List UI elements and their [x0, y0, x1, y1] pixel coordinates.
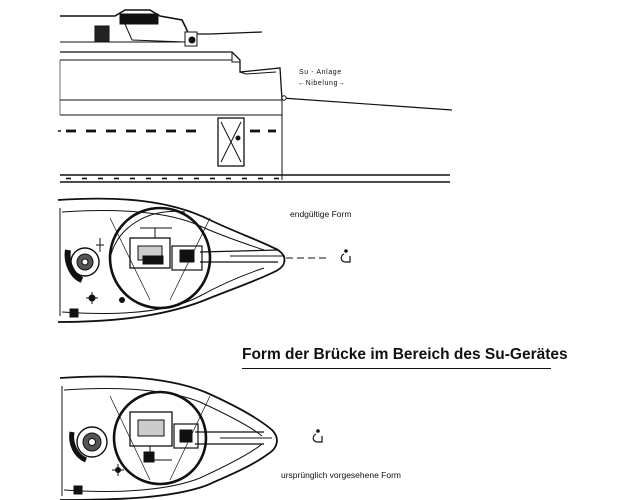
side-elevation	[58, 9, 453, 183]
nibelung-label: ←Nibelung→	[298, 80, 346, 87]
su-anlage-label: Su - Anlage	[299, 69, 342, 76]
plan-original-form	[59, 375, 278, 500]
title-underline	[242, 368, 551, 370]
original-form-label: ursprünglich vorgesehene Form	[281, 470, 402, 480]
main-title: Form der Brücke im Bereich des Su-Geräte…	[242, 346, 568, 363]
plan-final-form	[57, 197, 330, 323]
pointer-markers	[312, 249, 351, 443]
final-form-label: endgültige Form	[290, 209, 352, 219]
